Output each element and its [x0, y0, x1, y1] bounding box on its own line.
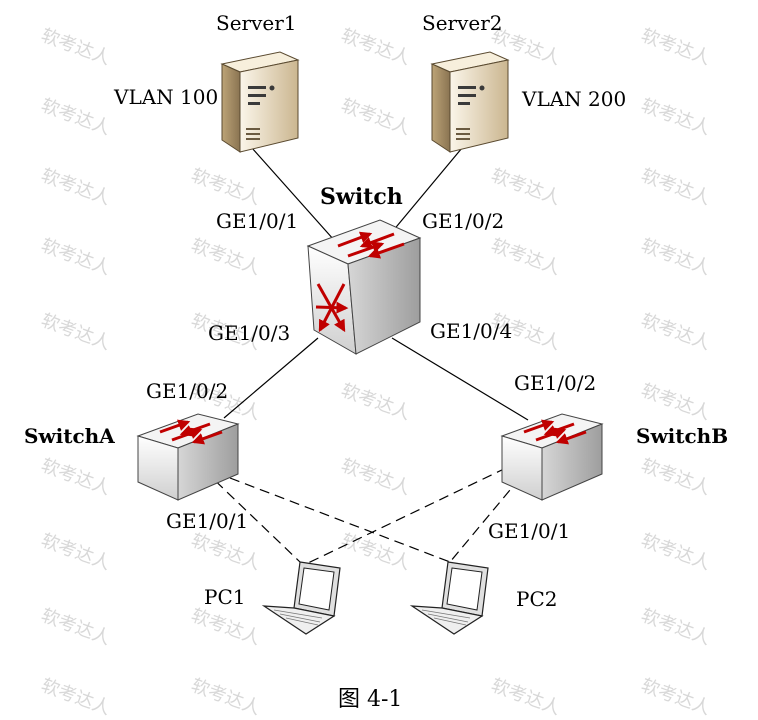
watermark-text: 软考达人	[188, 530, 263, 574]
core-port-ge1-0-3-label: GE1/0/3	[208, 321, 290, 345]
server2-vlan-label: VLAN 200	[521, 87, 626, 111]
watermark-text: 软考达人	[38, 25, 113, 69]
labels: Server1 Server2 VLAN 100 VLAN 200 Switch…	[24, 11, 728, 712]
link-switchb-pc2	[449, 477, 521, 563]
server1-label: Server1	[216, 11, 297, 35]
watermark-text: 软考达人	[38, 455, 113, 499]
switcha-down-port-label: GE1/0/1	[166, 509, 248, 533]
server1-icon	[220, 51, 300, 153]
watermark-text: 软考达人	[338, 530, 413, 574]
watermark-text: 软考达人	[638, 310, 713, 354]
server2-icon	[430, 51, 510, 153]
switcha-icon	[136, 413, 240, 501]
watermark-text: 软考达人	[338, 25, 413, 69]
core-port-ge1-0-2-label: GE1/0/2	[422, 209, 504, 233]
watermark-text: 软考达人	[638, 380, 713, 424]
watermark-text: 软考达人	[638, 165, 713, 209]
watermark-text: 软考达人	[488, 675, 563, 719]
core-port-ge1-0-4-label: GE1/0/4	[430, 319, 512, 343]
watermark-text: 软考达人	[488, 165, 563, 209]
switchb-up-port-label: GE1/0/2	[514, 371, 596, 395]
watermark-text: 软考达人	[638, 675, 713, 719]
watermark-text: 软考达人	[488, 235, 563, 279]
watermark-text: 软考达人	[338, 380, 413, 424]
watermark-text: 软考达人	[638, 605, 713, 649]
server1-vlan-label: VLAN 100	[113, 85, 218, 109]
server2-label: Server2	[422, 11, 503, 35]
link-server2-core	[391, 147, 463, 233]
pc1-laptop-icon	[261, 561, 341, 635]
link-core-switchb	[391, 337, 529, 421]
link-switcha-pc2	[229, 477, 451, 563]
watermark-text: 软考达人	[38, 310, 113, 354]
core-port-ge1-0-1-label: GE1/0/1	[216, 209, 298, 233]
core-switch-icon	[306, 219, 422, 355]
switchb-down-port-label: GE1/0/1	[488, 519, 570, 543]
switcha-up-port-label: GE1/0/2	[146, 379, 228, 403]
watermark-text: 软考达人	[38, 165, 113, 209]
pc2-label: PC2	[516, 587, 557, 611]
link-switchb-pc1	[305, 467, 507, 565]
pc1-label: PC1	[204, 585, 245, 609]
link-server1-core	[251, 147, 335, 241]
watermark-layer: 软考达人 软考达人 软考达人 软考达人 软考达人 软考达人 软考达人 软考达人 …	[38, 25, 713, 719]
watermark-text: 软考达人	[38, 605, 113, 649]
watermark-text: 软考达人	[38, 235, 113, 279]
watermark-text: 软考达人	[188, 605, 263, 649]
watermark-text: 软考达人	[38, 675, 113, 719]
watermark-text: 软考达人	[338, 95, 413, 139]
switchb-label: SwitchB	[636, 424, 728, 448]
watermark-text: 软考达人	[638, 530, 713, 574]
watermark-text: 软考达人	[188, 165, 263, 209]
watermark-text: 软考达人	[38, 95, 113, 139]
watermark-text: 软考达人	[188, 235, 263, 279]
watermark-text: 软考达人	[38, 530, 113, 574]
link-switcha-pc1	[203, 469, 301, 563]
switcha-label: SwitchA	[24, 424, 115, 448]
watermark-text: 软考达人	[338, 455, 413, 499]
switchb-icon	[500, 413, 604, 501]
watermark-text: 软考达人	[638, 455, 713, 499]
watermark-text: 软考达人	[638, 235, 713, 279]
figure-caption: 图 4-1	[338, 687, 402, 712]
pc2-laptop-icon	[409, 561, 489, 635]
watermark-text: 软考达人	[188, 675, 263, 719]
watermark-text: 软考达人	[638, 25, 713, 69]
link-core-switcha	[223, 337, 319, 419]
watermark-text: 软考达人	[638, 95, 713, 139]
links	[203, 147, 529, 565]
core-switch-label: Switch	[320, 184, 403, 210]
